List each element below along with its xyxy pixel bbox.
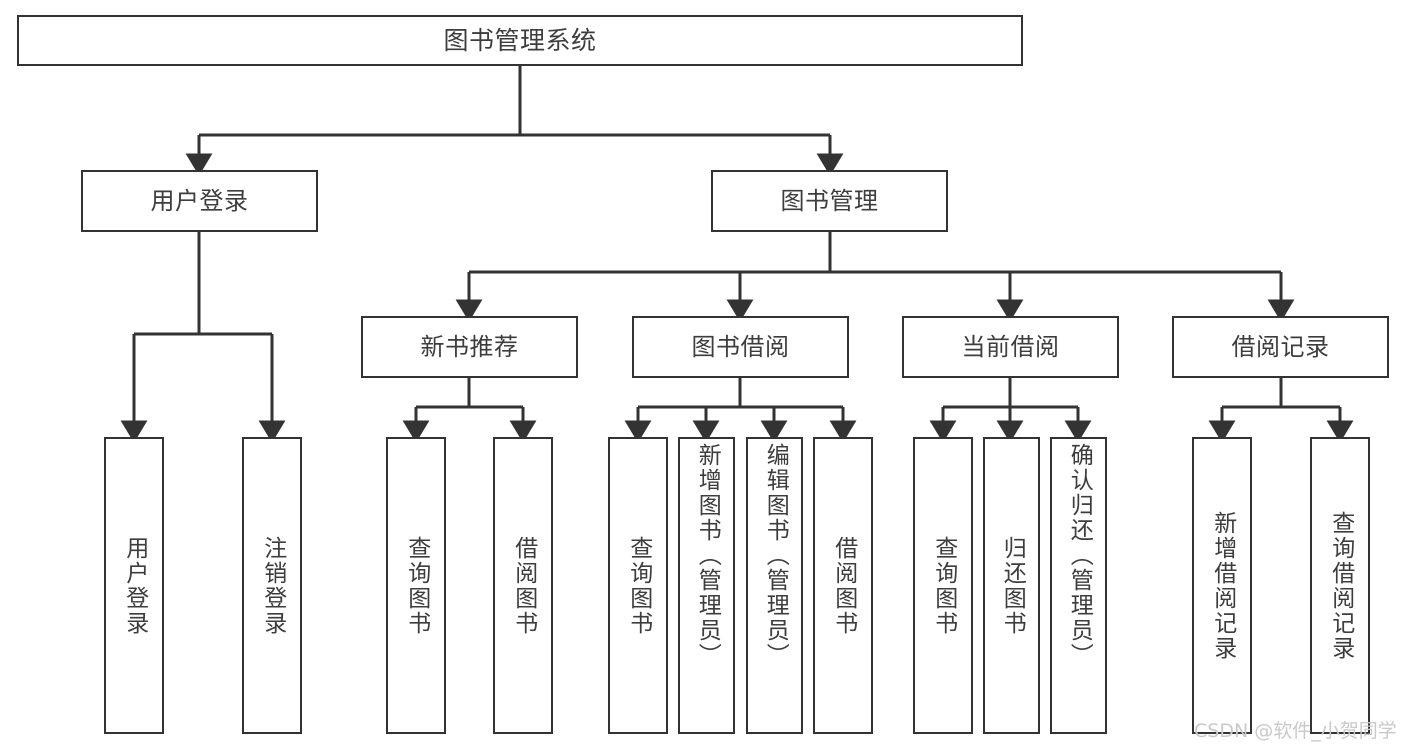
csdn-watermark: CSDN @软件_小贺同学 <box>1194 720 1397 742</box>
node-new-book-recommendation[interactable]: 新书推荐 <box>361 316 578 378</box>
node-label: 图书管理系统 <box>443 25 597 55</box>
node-leaf-borrow-book-recommendation[interactable]: 借阅图书 <box>493 437 553 734</box>
node-user-login[interactable]: 用户登录 <box>81 170 318 232</box>
node-current-borrow[interactable]: 当前借阅 <box>902 316 1119 378</box>
node-label: 查询图书 <box>625 535 652 636</box>
node-label: 新增图书（管理员） <box>694 443 721 668</box>
node-leaf-query-book-recommendation[interactable]: 查询图书 <box>386 437 446 734</box>
node-borrow-record[interactable]: 借阅记录 <box>1172 316 1389 378</box>
node-label: 图书管理 <box>780 186 879 215</box>
node-label: 查询图书 <box>403 535 430 636</box>
node-label: 确认归还（管理员） <box>1066 443 1093 668</box>
node-label: 注销登录 <box>259 535 286 636</box>
node-label: 查询图书 <box>930 535 957 636</box>
node-label: 归还图书 <box>999 535 1026 636</box>
node-label: 新增借阅记录 <box>1209 510 1236 661</box>
node-leaf-add-borrow-record[interactable]: 新增借阅记录 <box>1192 437 1252 734</box>
node-label: 借阅图书 <box>830 535 857 636</box>
node-label: 编辑图书（管理员） <box>762 443 789 668</box>
node-leaf-confirm-return-admin[interactable]: 确认归还（管理员） <box>1050 437 1107 734</box>
node-root-book-management-system[interactable]: 图书管理系统 <box>17 15 1023 66</box>
node-book-management[interactable]: 图书管理 <box>711 170 948 232</box>
node-label: 用户登录 <box>150 186 249 215</box>
node-label: 查询借阅记录 <box>1327 510 1354 661</box>
node-leaf-query-book-borrow[interactable]: 查询图书 <box>608 437 668 734</box>
node-leaf-add-book-admin[interactable]: 新增图书（管理员） <box>678 437 735 734</box>
node-leaf-user-login[interactable]: 用户登录 <box>104 437 164 734</box>
node-leaf-logout[interactable]: 注销登录 <box>242 437 302 734</box>
node-leaf-query-borrow-record[interactable]: 查询借阅记录 <box>1310 437 1370 734</box>
node-label: 借阅记录 <box>1231 332 1330 361</box>
node-leaf-borrow-book-borrow[interactable]: 借阅图书 <box>813 437 873 734</box>
node-label: 图书借阅 <box>691 332 790 361</box>
node-label: 借阅图书 <box>510 535 537 636</box>
node-leaf-edit-book-admin[interactable]: 编辑图书（管理员） <box>746 437 803 734</box>
node-leaf-return-book[interactable]: 归还图书 <box>983 437 1040 734</box>
node-leaf-query-book-current[interactable]: 查询图书 <box>913 437 973 734</box>
node-label: 用户登录 <box>121 535 148 636</box>
node-label: 当前借阅 <box>961 332 1060 361</box>
node-label: 新书推荐 <box>420 332 519 361</box>
node-book-borrow[interactable]: 图书借阅 <box>632 316 849 378</box>
